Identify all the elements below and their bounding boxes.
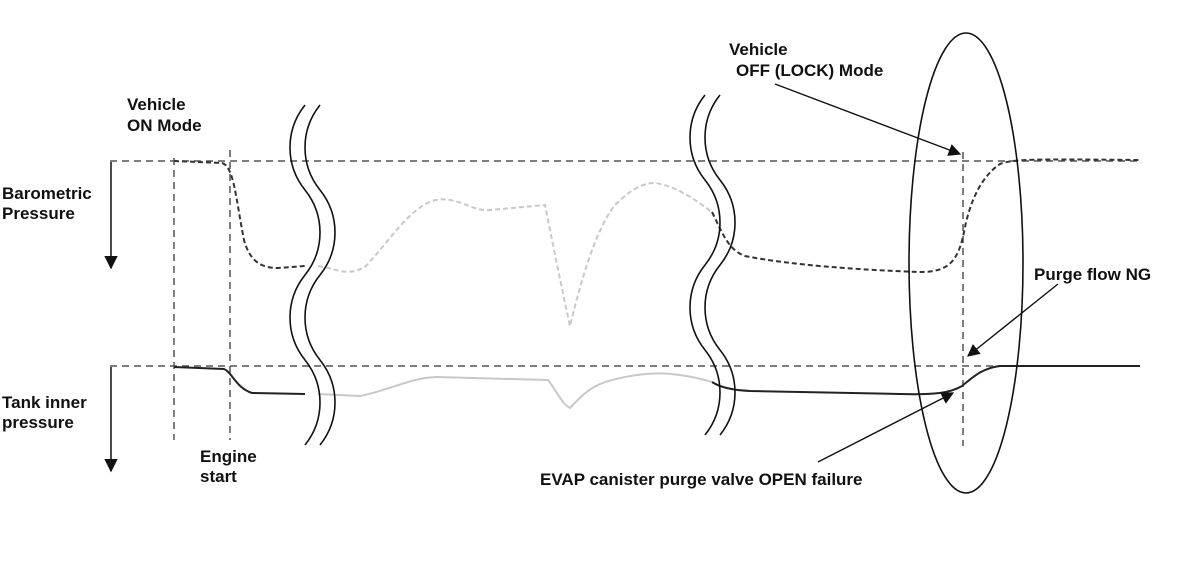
tank-label-line2: pressure xyxy=(2,413,74,432)
tank-trace-start xyxy=(173,366,306,395)
vehicle-off-label-line1: Vehicle xyxy=(729,40,788,59)
barometric-faded-trace xyxy=(317,182,713,327)
barometric-label-line1: Barometric xyxy=(2,184,92,203)
tank-label-line1: Tank inner xyxy=(2,393,87,412)
engine-start-label-line2: start xyxy=(200,467,237,486)
tank-faded-trace xyxy=(317,372,713,410)
barometric-trace-end xyxy=(711,158,1141,274)
vehicle-off-label-line2: OFF (LOCK) Mode xyxy=(736,61,883,80)
engine-start-label-line1: Engine xyxy=(200,447,257,466)
purge-flow-ng-label: Purge flow NG xyxy=(1034,265,1151,284)
time-break-right-icon xyxy=(689,94,736,436)
evap-failure-label: EVAP canister purge valve OPEN failure xyxy=(540,470,863,489)
purge-flow-callout-arrow xyxy=(967,283,1059,357)
evap-failure-callout-arrow xyxy=(817,392,955,463)
time-break-left-icon xyxy=(289,104,336,446)
vehicle-off-callout-arrow xyxy=(774,83,962,156)
failure-highlight-ellipse xyxy=(908,32,1024,494)
barometric-trace-start xyxy=(173,160,306,270)
vehicle-on-label-line2: ON Mode xyxy=(127,116,202,135)
barometric-label-line2: Pressure xyxy=(2,204,75,223)
tank-trace-end xyxy=(711,365,1140,396)
vehicle-on-label-line1: Vehicle xyxy=(127,95,186,114)
